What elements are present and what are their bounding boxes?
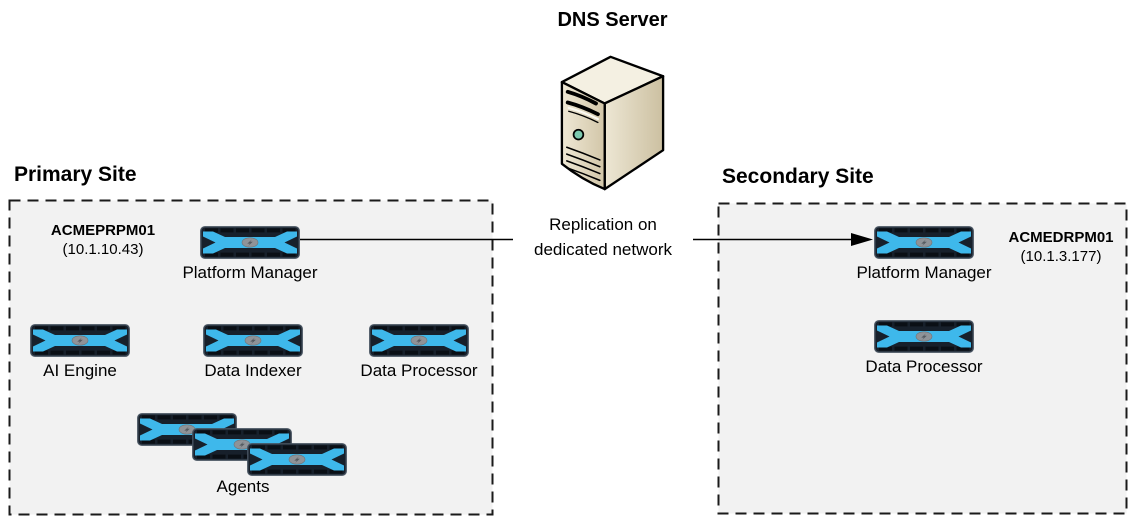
node-label: Data Indexer [204,361,302,380]
node-label: Agents [216,477,270,496]
dns-server-icon [556,49,669,193]
node-data-processor-primary: Data Processor [360,324,478,380]
appliance-icon [874,226,974,259]
appliance-icon [200,226,300,259]
arrowhead-icon [851,233,873,246]
replication-label: Replication on dedicated network [512,212,694,262]
secondary-host-ip: (10.1.3.177) [1020,248,1102,265]
connector-label-background [513,209,693,265]
secondary-host-info: ACMEDRPM01 (10.1.3.177) [986,228,1131,266]
node-label: Data Processor [360,361,478,380]
primary-host-ip: (10.1.10.43) [62,241,144,258]
appliance-icon [874,320,974,353]
node-platform-manager-primary: Platform Manager [182,226,318,282]
node-label: Platform Manager [856,263,992,282]
primary-host-info: ACMEPRPM01 (10.1.10.43) [28,221,178,259]
node-data-indexer: Data Indexer [203,324,303,380]
replication-label-line1: Replication on [549,215,657,234]
secondary-site-title: Secondary Site [722,165,874,188]
dns-server-title: DNS Server [557,9,668,31]
node-label: AI Engine [43,361,117,380]
node-label: Platform Manager [182,263,318,282]
secondary-hostname: ACMEDRPM01 [1008,229,1114,246]
node-agents-stack: Agents [137,413,347,518]
replication-label-line2: dedicated network [534,240,672,259]
primary-hostname: ACMEPRPM01 [50,222,156,239]
primary-site-title: Primary Site [14,163,137,186]
node-platform-manager-secondary: Platform Manager [856,226,992,282]
node-label: Data Processor [865,357,983,376]
node-ai-engine: AI Engine [30,324,130,380]
appliance-icon [203,324,303,357]
node-data-processor-secondary: Data Processor [865,320,983,376]
appliance-icon [247,443,347,476]
appliance-icon [369,324,469,357]
appliance-icon [30,324,130,357]
